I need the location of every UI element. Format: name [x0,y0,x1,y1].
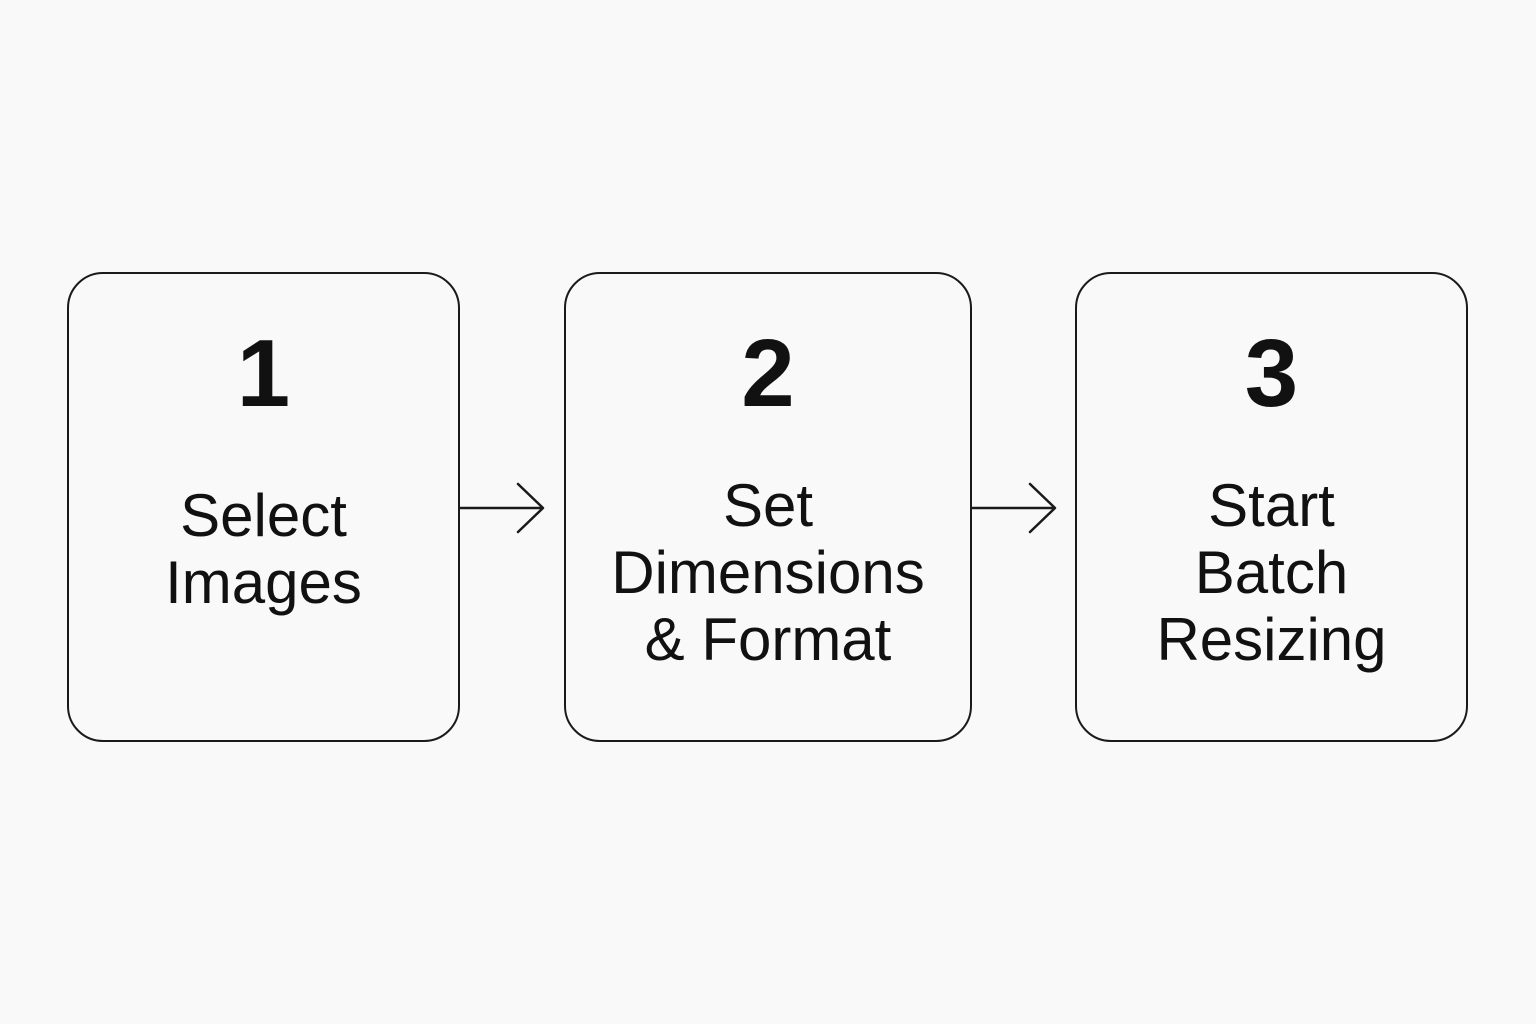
step-3-box: 3 Start Batch Resizing [1075,272,1468,742]
step-1-box: 1 Select Images [67,272,460,742]
step-3-number: 3 [1244,320,1299,427]
arrow-right-icon [970,482,1057,534]
step-1-label: Select Images [69,482,458,616]
step-1-label-line-1: Select [180,482,347,549]
step-3-label-line-2: Batch [1194,539,1349,606]
arrow-right-icon [458,482,545,534]
step-3-label-line-1: Start [1208,472,1335,539]
step-2-label-line-1: Set [722,472,814,539]
step-2-number: 2 [741,320,795,427]
step-2-label: Set Dimensions & Format [566,472,970,673]
step-2-label-line-3: & Format [644,606,892,673]
step-1-label-line-2: Images [165,549,362,616]
step-2-box: 2 Set Dimensions & Format [564,272,972,742]
step-2-label-line-2: Dimensions [611,539,925,606]
step-3-label-line-3: Resizing [1156,606,1387,673]
step-3-label: Start Batch Resizing [1077,472,1466,673]
step-1-number: 1 [236,320,291,427]
